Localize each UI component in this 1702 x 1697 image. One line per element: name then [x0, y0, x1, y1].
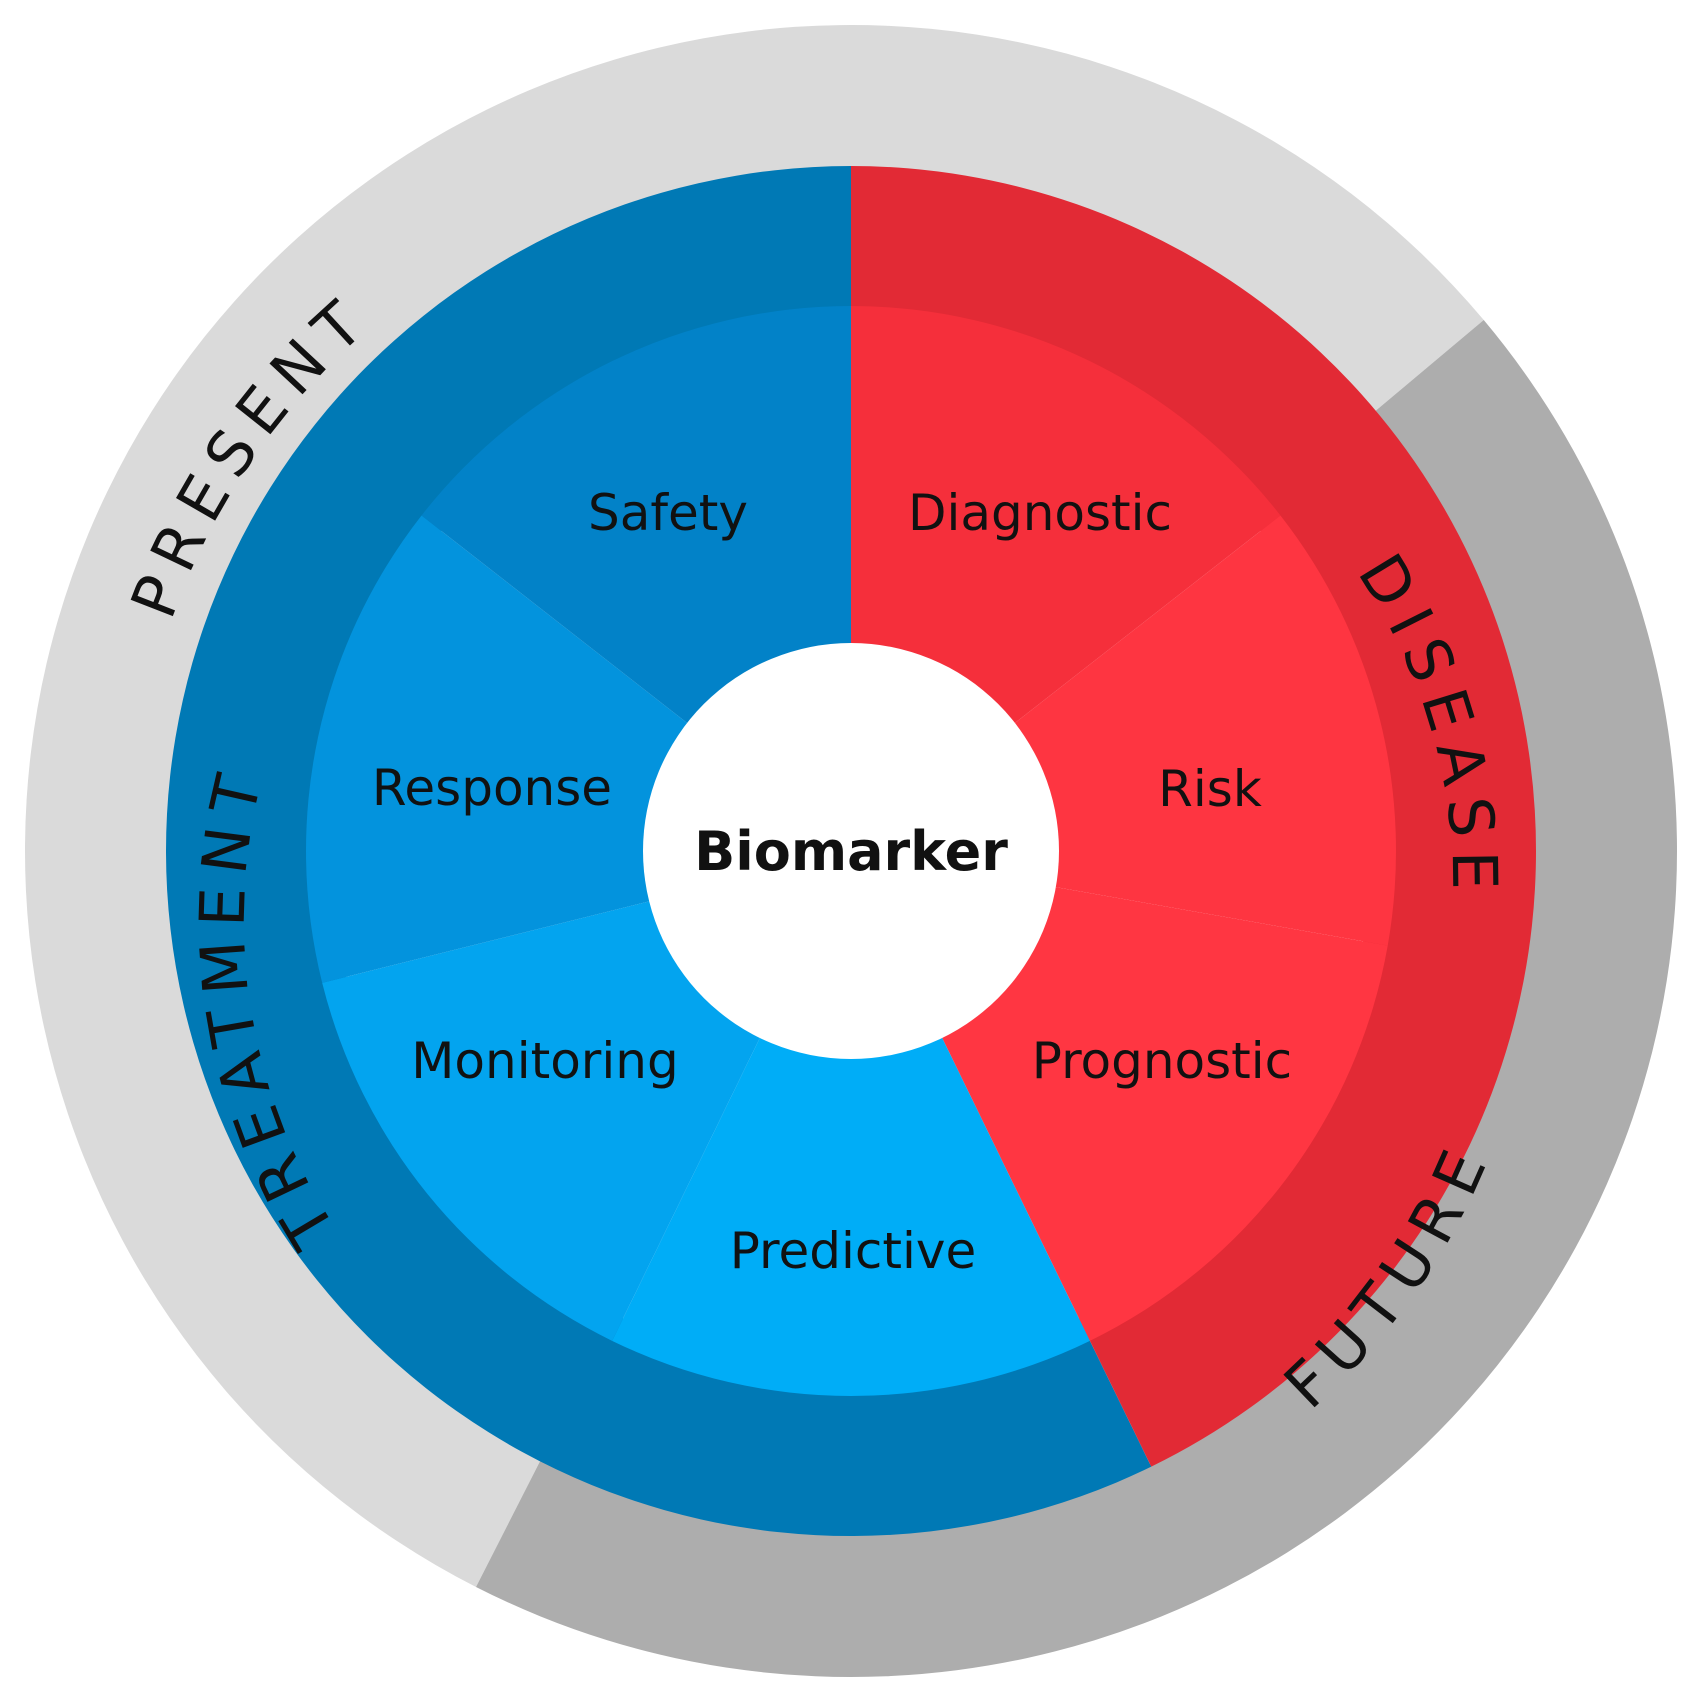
segment-prognostic — [938, 885, 1388, 1341]
outer-ring-future-band — [476, 320, 1678, 1678]
group-ring-disease — [851, 166, 1536, 1467]
segment-safety — [421, 306, 851, 728]
segment-label-predictive: Predictive — [730, 1222, 976, 1280]
segment-label-risk: Risk — [1158, 760, 1262, 818]
segment-label-monitoring: Monitoring — [411, 1032, 678, 1090]
segment-risk — [1008, 515, 1396, 946]
segment-label-prognostic: Prognostic — [1032, 1032, 1292, 1090]
segment-label-diagnostic: Diagnostic — [908, 484, 1172, 542]
segment-predictive — [612, 1030, 1090, 1396]
segment-response — [306, 515, 694, 983]
group-ring-treatment — [165, 166, 1152, 1536]
center-circle — [643, 643, 1059, 1059]
segment-monitoring — [322, 899, 764, 1341]
segment-label-safety: Safety — [588, 484, 748, 542]
segment-diagnostic — [851, 306, 1281, 728]
center-label: Biomarker — [694, 820, 1008, 883]
segment-label-response: Response — [372, 759, 612, 817]
